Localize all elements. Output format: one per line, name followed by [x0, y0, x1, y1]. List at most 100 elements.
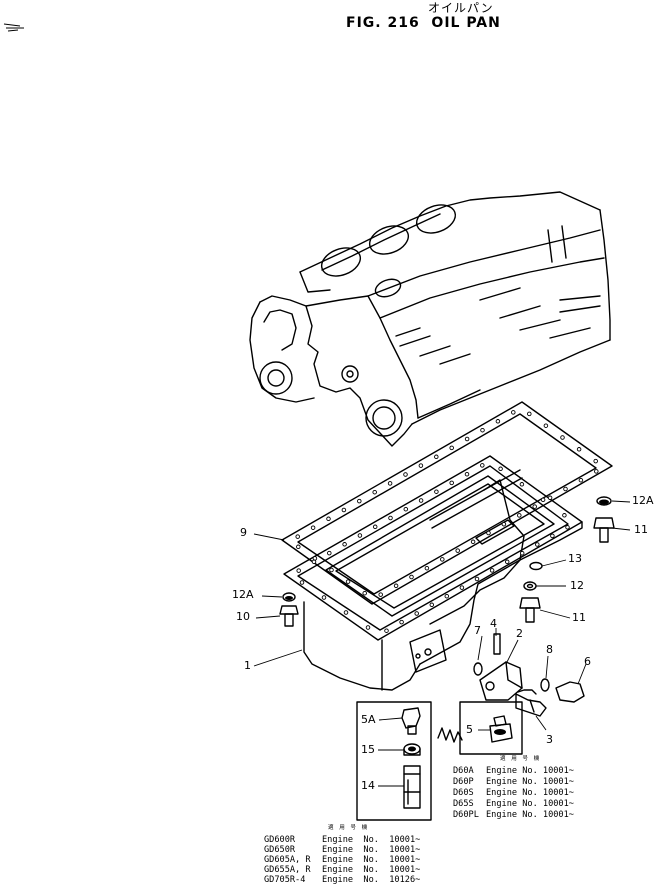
callout-15: 15: [361, 743, 375, 756]
bolt-hole: [343, 610, 349, 615]
bolt-hole: [444, 593, 450, 599]
callout-12a-left: 12A: [232, 588, 254, 601]
bolt-hole: [418, 463, 424, 468]
bolt-hole: [296, 568, 301, 573]
callout-5a: 5A: [361, 713, 376, 726]
bolt-hole: [342, 542, 347, 547]
bolt-hole: [562, 513, 567, 518]
bolt-11-upper: [593, 517, 615, 543]
bolt-hole: [593, 458, 598, 464]
callout-13: 13: [568, 552, 582, 565]
callout-12: 12: [570, 579, 584, 592]
serial-range: Engine No. 10001~: [486, 777, 574, 787]
bolt-hole: [403, 506, 409, 512]
bolt-hole: [576, 447, 582, 452]
bolt-hole: [519, 482, 525, 487]
serial-table-right-header: 適 用 号 機: [500, 756, 542, 762]
bolt-hole: [327, 550, 332, 556]
bolt-hole: [388, 515, 393, 521]
bolt-hole: [495, 419, 501, 424]
leader-lines: [253, 500, 631, 787]
bolt-hole: [372, 524, 378, 530]
washer-12a-left: [282, 592, 296, 602]
bolt-hole: [547, 495, 553, 501]
serial-range: Engine No. 10001~: [486, 766, 574, 776]
serial-model: D60A: [453, 766, 474, 776]
bolt-10: [279, 605, 299, 627]
washer-8: [540, 678, 550, 692]
bolt-hole: [455, 548, 460, 553]
bolt-hole: [403, 472, 408, 477]
oil-pan: [283, 455, 583, 691]
bolt-hole: [464, 436, 470, 442]
oil-pan-gasket: [281, 401, 613, 605]
bolt-hole: [384, 628, 389, 633]
serial-model: GD600R: [264, 835, 296, 845]
bolt-hole: [399, 619, 404, 625]
bolt-hole: [517, 513, 522, 518]
bolt-hole: [563, 486, 568, 492]
bolt-hole: [341, 507, 347, 513]
bolt-hole: [295, 534, 300, 539]
fitting-5a: [401, 707, 421, 735]
serial-table-left-header: 適 用 号 機: [328, 825, 370, 831]
callout-8: 8: [546, 643, 553, 656]
bolt-hole: [414, 611, 419, 616]
bolt-hole: [449, 445, 454, 451]
fitting-5: [489, 715, 513, 743]
callout-3: 3: [546, 733, 553, 746]
drain-plug-3: [515, 693, 547, 717]
bolt-hole: [504, 559, 510, 565]
serial-model: GD705R-4: [264, 875, 306, 885]
bolt-hole: [321, 595, 327, 600]
callout-12a-right: 12A: [632, 494, 654, 507]
serial-range: Engine No. 10001~: [322, 835, 421, 845]
bolt-hole: [311, 559, 317, 565]
serial-range: Engine No. 10001~: [486, 810, 574, 820]
callout-9: 9: [240, 526, 247, 539]
plug-7: [555, 681, 585, 703]
bolt-hole: [550, 533, 555, 539]
bolt-hole: [418, 498, 424, 503]
bolt-hole: [296, 544, 301, 550]
bolt-hole: [565, 525, 570, 530]
washer-12a-right: [596, 496, 612, 506]
bolt-hole: [434, 489, 439, 494]
bolt-hole: [357, 533, 363, 538]
bolt-hole: [362, 590, 367, 596]
callout-1: 1: [244, 659, 251, 672]
serial-model: GD650R: [264, 845, 296, 855]
bolt-hole: [424, 565, 430, 571]
bolt-hole: [378, 592, 383, 597]
callout-5: 5: [466, 723, 473, 736]
callout-2: 2: [516, 627, 523, 640]
pin-4: [493, 633, 501, 655]
bolt-hole: [409, 574, 414, 580]
bolt-hole: [540, 497, 546, 503]
engine-block-outline: [249, 191, 611, 447]
bolt-hole: [326, 516, 331, 522]
drain-hose: [517, 689, 537, 695]
bolt-hole: [474, 576, 480, 582]
serial-range: Engine No. 10001~: [486, 788, 574, 798]
callout-6: 7: [474, 624, 481, 637]
serial-range: Engine No. 10126~: [322, 875, 421, 885]
serial-range: Engine No. 10001~: [322, 845, 421, 855]
bolt-hole: [310, 525, 316, 530]
bolt-hole: [464, 471, 470, 477]
figure-title-japanese: オイルパン: [428, 1, 494, 15]
spring-coil: [437, 727, 463, 743]
bolt-hole: [535, 542, 540, 547]
bolt-hole: [470, 539, 476, 545]
bolt-hole: [449, 480, 454, 486]
bolt-hole: [393, 583, 399, 589]
bolt-hole: [486, 530, 491, 536]
serial-model: D60S: [453, 788, 474, 798]
washer-12: [523, 581, 537, 591]
figure-title: FIG. 216 OIL PAN: [346, 15, 501, 31]
serial-range: Engine No. 10001~: [322, 865, 421, 875]
serial-range: Engine No. 10001~: [322, 855, 421, 865]
bolt-hole: [480, 463, 485, 468]
